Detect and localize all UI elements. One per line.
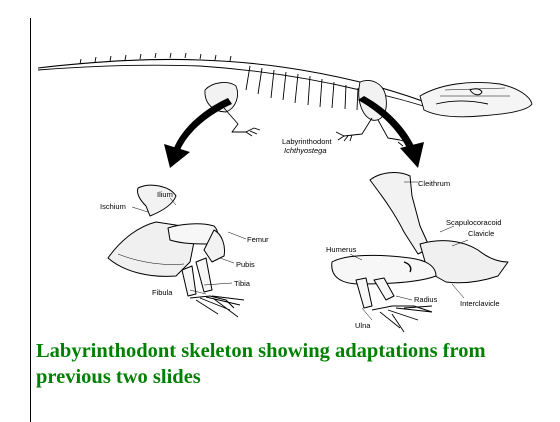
figure-title-line1: Labyrinthodont xyxy=(282,138,332,146)
shoulder-girdle-drawing xyxy=(332,173,508,332)
full-skeleton-drawing xyxy=(38,53,532,146)
label-ulna: Ulna xyxy=(355,322,370,330)
label-ischium: Ischium xyxy=(100,203,126,211)
label-cleithrum: Cleithrum xyxy=(418,180,450,188)
label-femur: Femur xyxy=(247,236,269,244)
arrow-left xyxy=(164,98,232,168)
pelvic-girdle-drawing xyxy=(108,185,246,317)
slide-caption: Labyrinthodont skeleton showing adaptati… xyxy=(36,338,536,390)
figure-title-line2: Ichthyostega xyxy=(284,147,327,155)
label-ilium: Ilium xyxy=(157,191,173,199)
skeleton-illustration xyxy=(0,0,560,340)
label-scapulocoracoid: Scapulocoracoid xyxy=(446,219,501,227)
label-pubis: Pubis xyxy=(236,261,255,269)
label-clavicle: Clavicle xyxy=(468,230,494,238)
label-interclavicle: Interclavicle xyxy=(460,300,500,308)
label-radius: Radius xyxy=(414,296,437,304)
label-tibia: Tibia xyxy=(234,280,250,288)
label-fibula: Fibula xyxy=(152,289,172,297)
label-humerus: Humerus xyxy=(326,246,356,254)
